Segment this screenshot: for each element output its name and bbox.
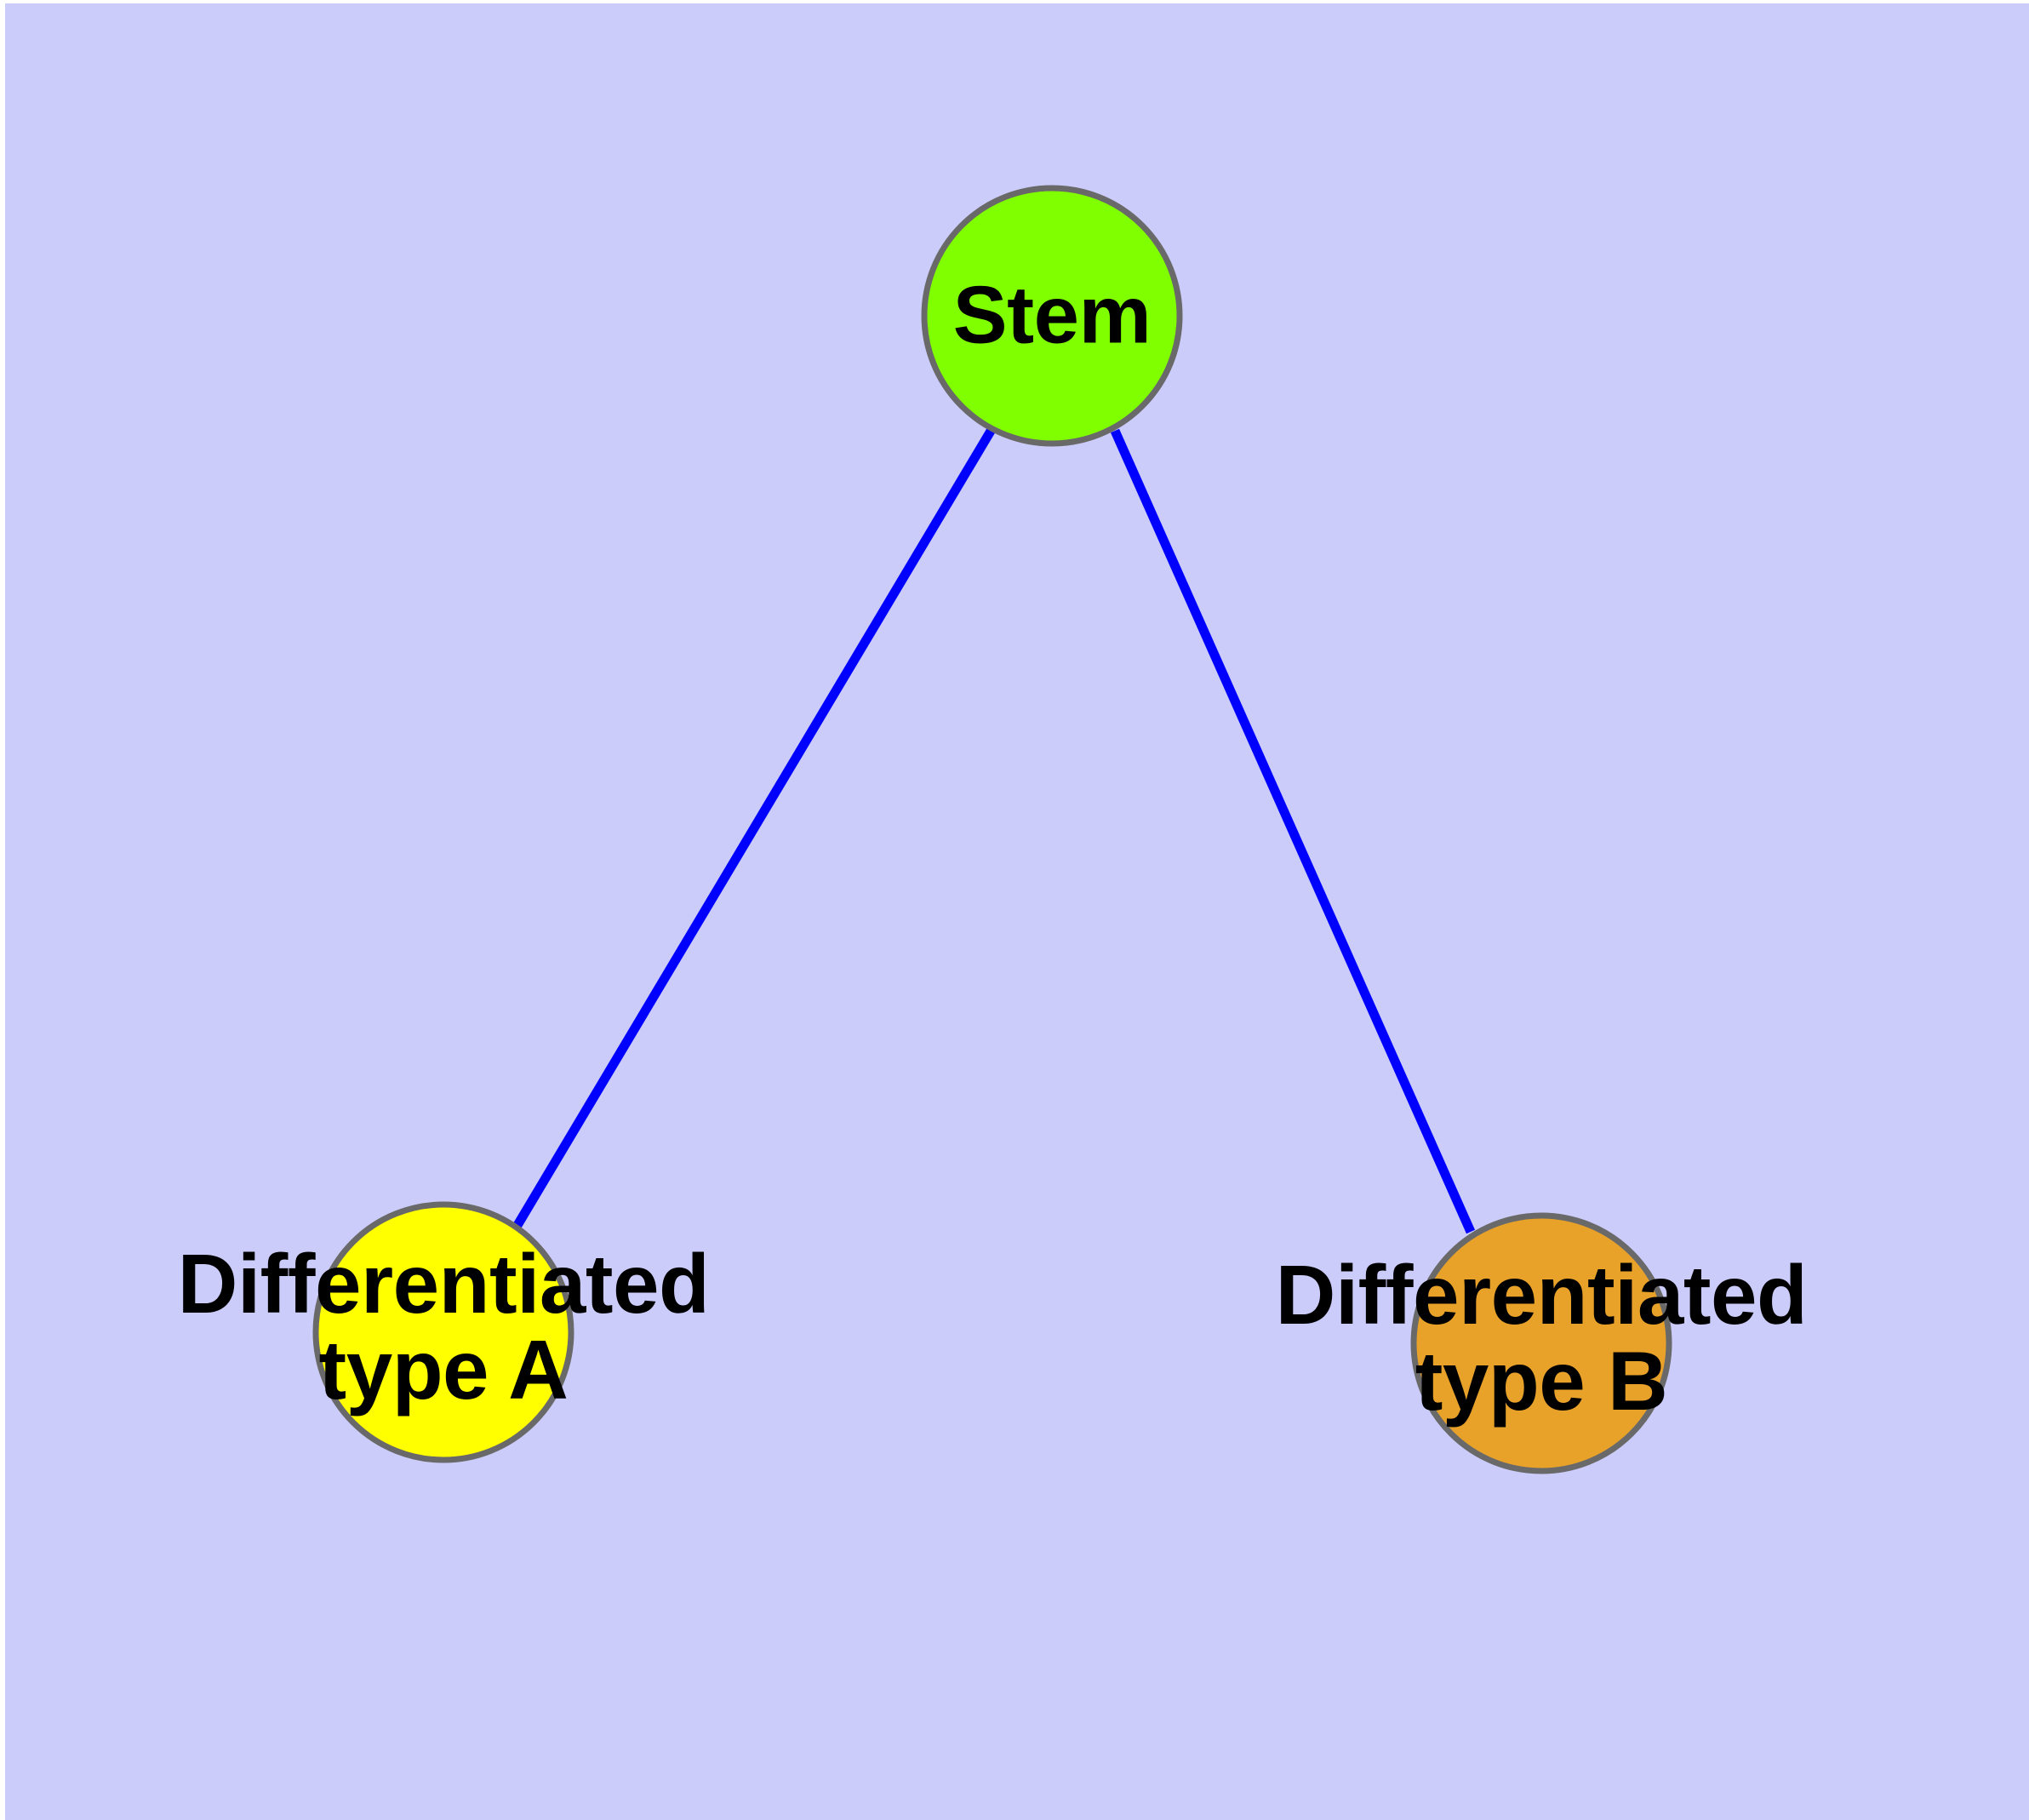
node-diff-b[interactable] [1410, 1212, 1672, 1474]
edge-layer [512, 426, 1476, 1234]
node-diff-a[interactable] [312, 1201, 574, 1463]
edge-stem-to-diff-b [1110, 428, 1476, 1234]
node-stem[interactable] [921, 185, 1183, 447]
edge-stem-to-diff-a [512, 426, 997, 1229]
node-layer [312, 185, 1672, 1474]
